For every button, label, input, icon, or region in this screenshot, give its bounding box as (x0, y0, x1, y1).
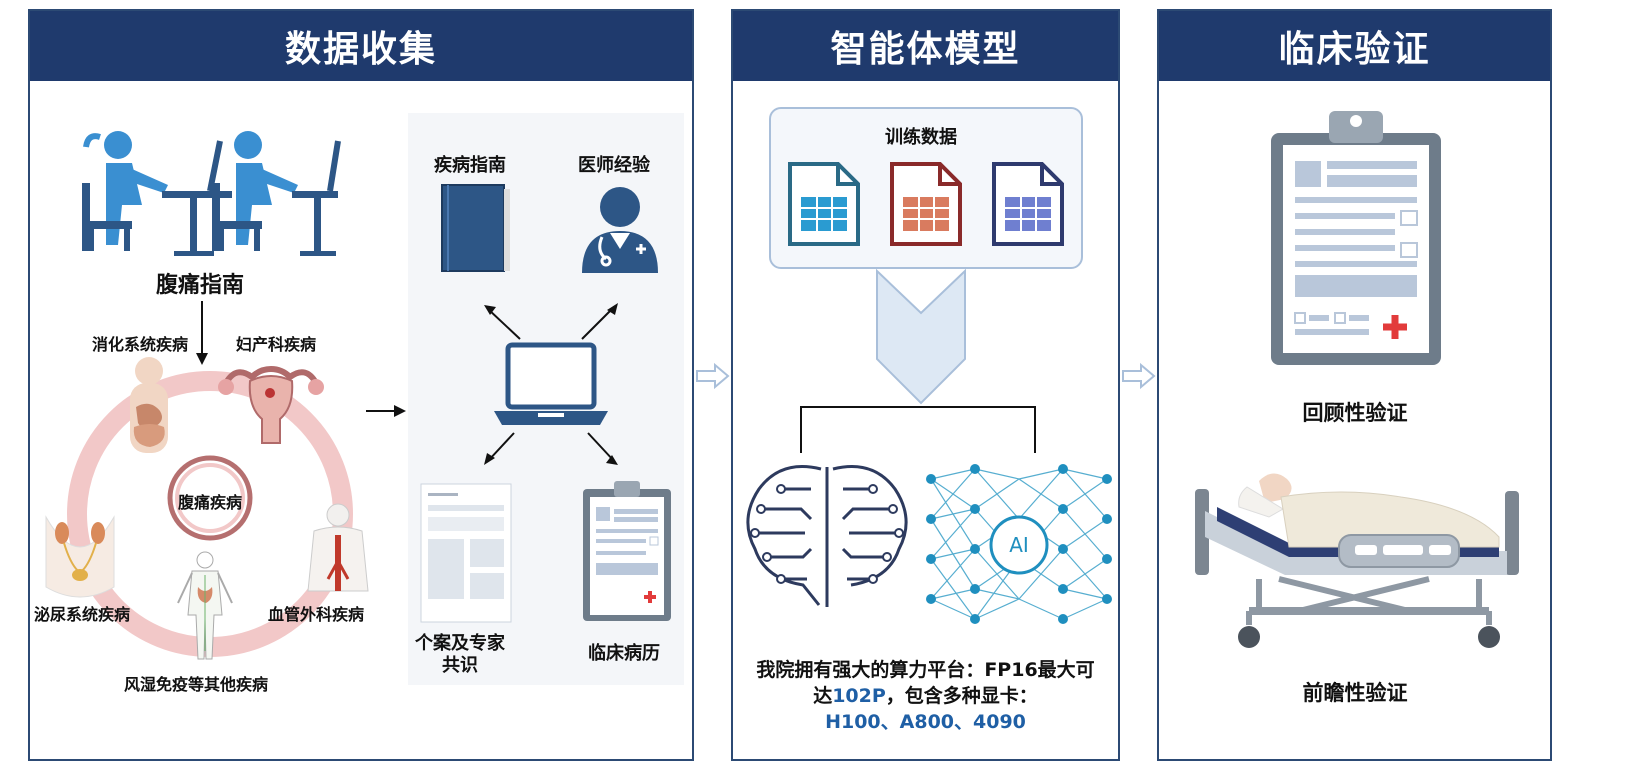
compute-note-highlight: 102P (832, 685, 886, 707)
spreadsheet-red-icon (890, 162, 962, 246)
neural-network-icon (926, 464, 1112, 624)
spreadsheet-blue-icon (788, 162, 860, 246)
compute-note-gpus: H100、A800、4090 (825, 711, 1026, 733)
doctor-icon (582, 187, 658, 273)
label-rheum: 风湿免疫等其他疾病 (124, 675, 269, 694)
label-center-disease: 腹痛疾病 (177, 493, 243, 512)
label-retrospective: 回顾性验证 (1302, 401, 1408, 425)
urinary-organ-icon (45, 515, 115, 598)
circuit-brain-icon (746, 465, 908, 607)
vascular-body-icon (307, 503, 369, 592)
hospital-bed-icon (1195, 473, 1519, 648)
arrow-panel2-to-3-icon (1122, 362, 1156, 390)
label-consensus-line2: 共识 (442, 655, 478, 676)
chevron-down-arrow-icon (876, 268, 966, 405)
laptop-icon (484, 303, 618, 465)
full-body-icon (177, 551, 233, 660)
compute-note-line2: 达102P，包含多种显卡： (733, 683, 1118, 709)
label-gyne: 妇产科疾病 (236, 335, 317, 354)
clipboard-record-icon (583, 481, 671, 621)
label-abdominal-guide: 腹痛指南 (155, 273, 245, 298)
panel-data-collection: 数据收集 (28, 9, 694, 761)
label-consensus: 个案及专家 共识 (408, 633, 512, 677)
workers-icon (82, 131, 341, 256)
label-guideline: 疾病指南 (434, 155, 506, 176)
label-prospective: 前瞻性验证 (1302, 681, 1408, 705)
panel-title-data: 数据收集 (30, 11, 692, 81)
panel-title-clinic: 临床验证 (1159, 11, 1550, 81)
label-records: 临床病历 (588, 643, 660, 664)
label-consensus-line1: 个案及专家 (415, 633, 505, 654)
uterus-icon (218, 365, 324, 444)
ai-badge-text: AI (1009, 533, 1029, 557)
arrow-right-icon (366, 405, 406, 417)
label-urinary: 泌尿系统疾病 (34, 605, 131, 624)
compute-note-suffix: ，包含多种显卡： (885, 685, 1038, 707)
arrow-panel1-to-2-icon (696, 362, 730, 390)
spreadsheet-purple-icon (992, 162, 1064, 246)
branch-connector (800, 406, 1036, 453)
label-experience: 医师经验 (578, 155, 650, 176)
label-training: 训练数据 (885, 127, 957, 148)
compute-note-line1: 我院拥有强大的算力平台：FP16最大可 (756, 659, 1095, 681)
panel-title-model: 智能体模型 (733, 11, 1118, 81)
clipboard-icon (1271, 111, 1441, 365)
document-icon (420, 483, 512, 623)
panel-clinical-validation: 临床验证 回顾性验证 (1157, 9, 1552, 761)
compute-note-prefix: 达 (813, 685, 833, 707)
panel-agent-model: 智能体模型 训练数据 (731, 9, 1120, 761)
digestive-organ-icon (130, 357, 168, 453)
book-icon (441, 184, 510, 272)
label-digestive: 消化系统疾病 (92, 335, 189, 354)
arrow-down-icon (196, 301, 208, 365)
label-vascular: 血管外科疾病 (268, 605, 365, 624)
compute-note: 我院拥有强大的算力平台：FP16最大可 达102P，包含多种显卡： H100、A… (733, 657, 1118, 735)
